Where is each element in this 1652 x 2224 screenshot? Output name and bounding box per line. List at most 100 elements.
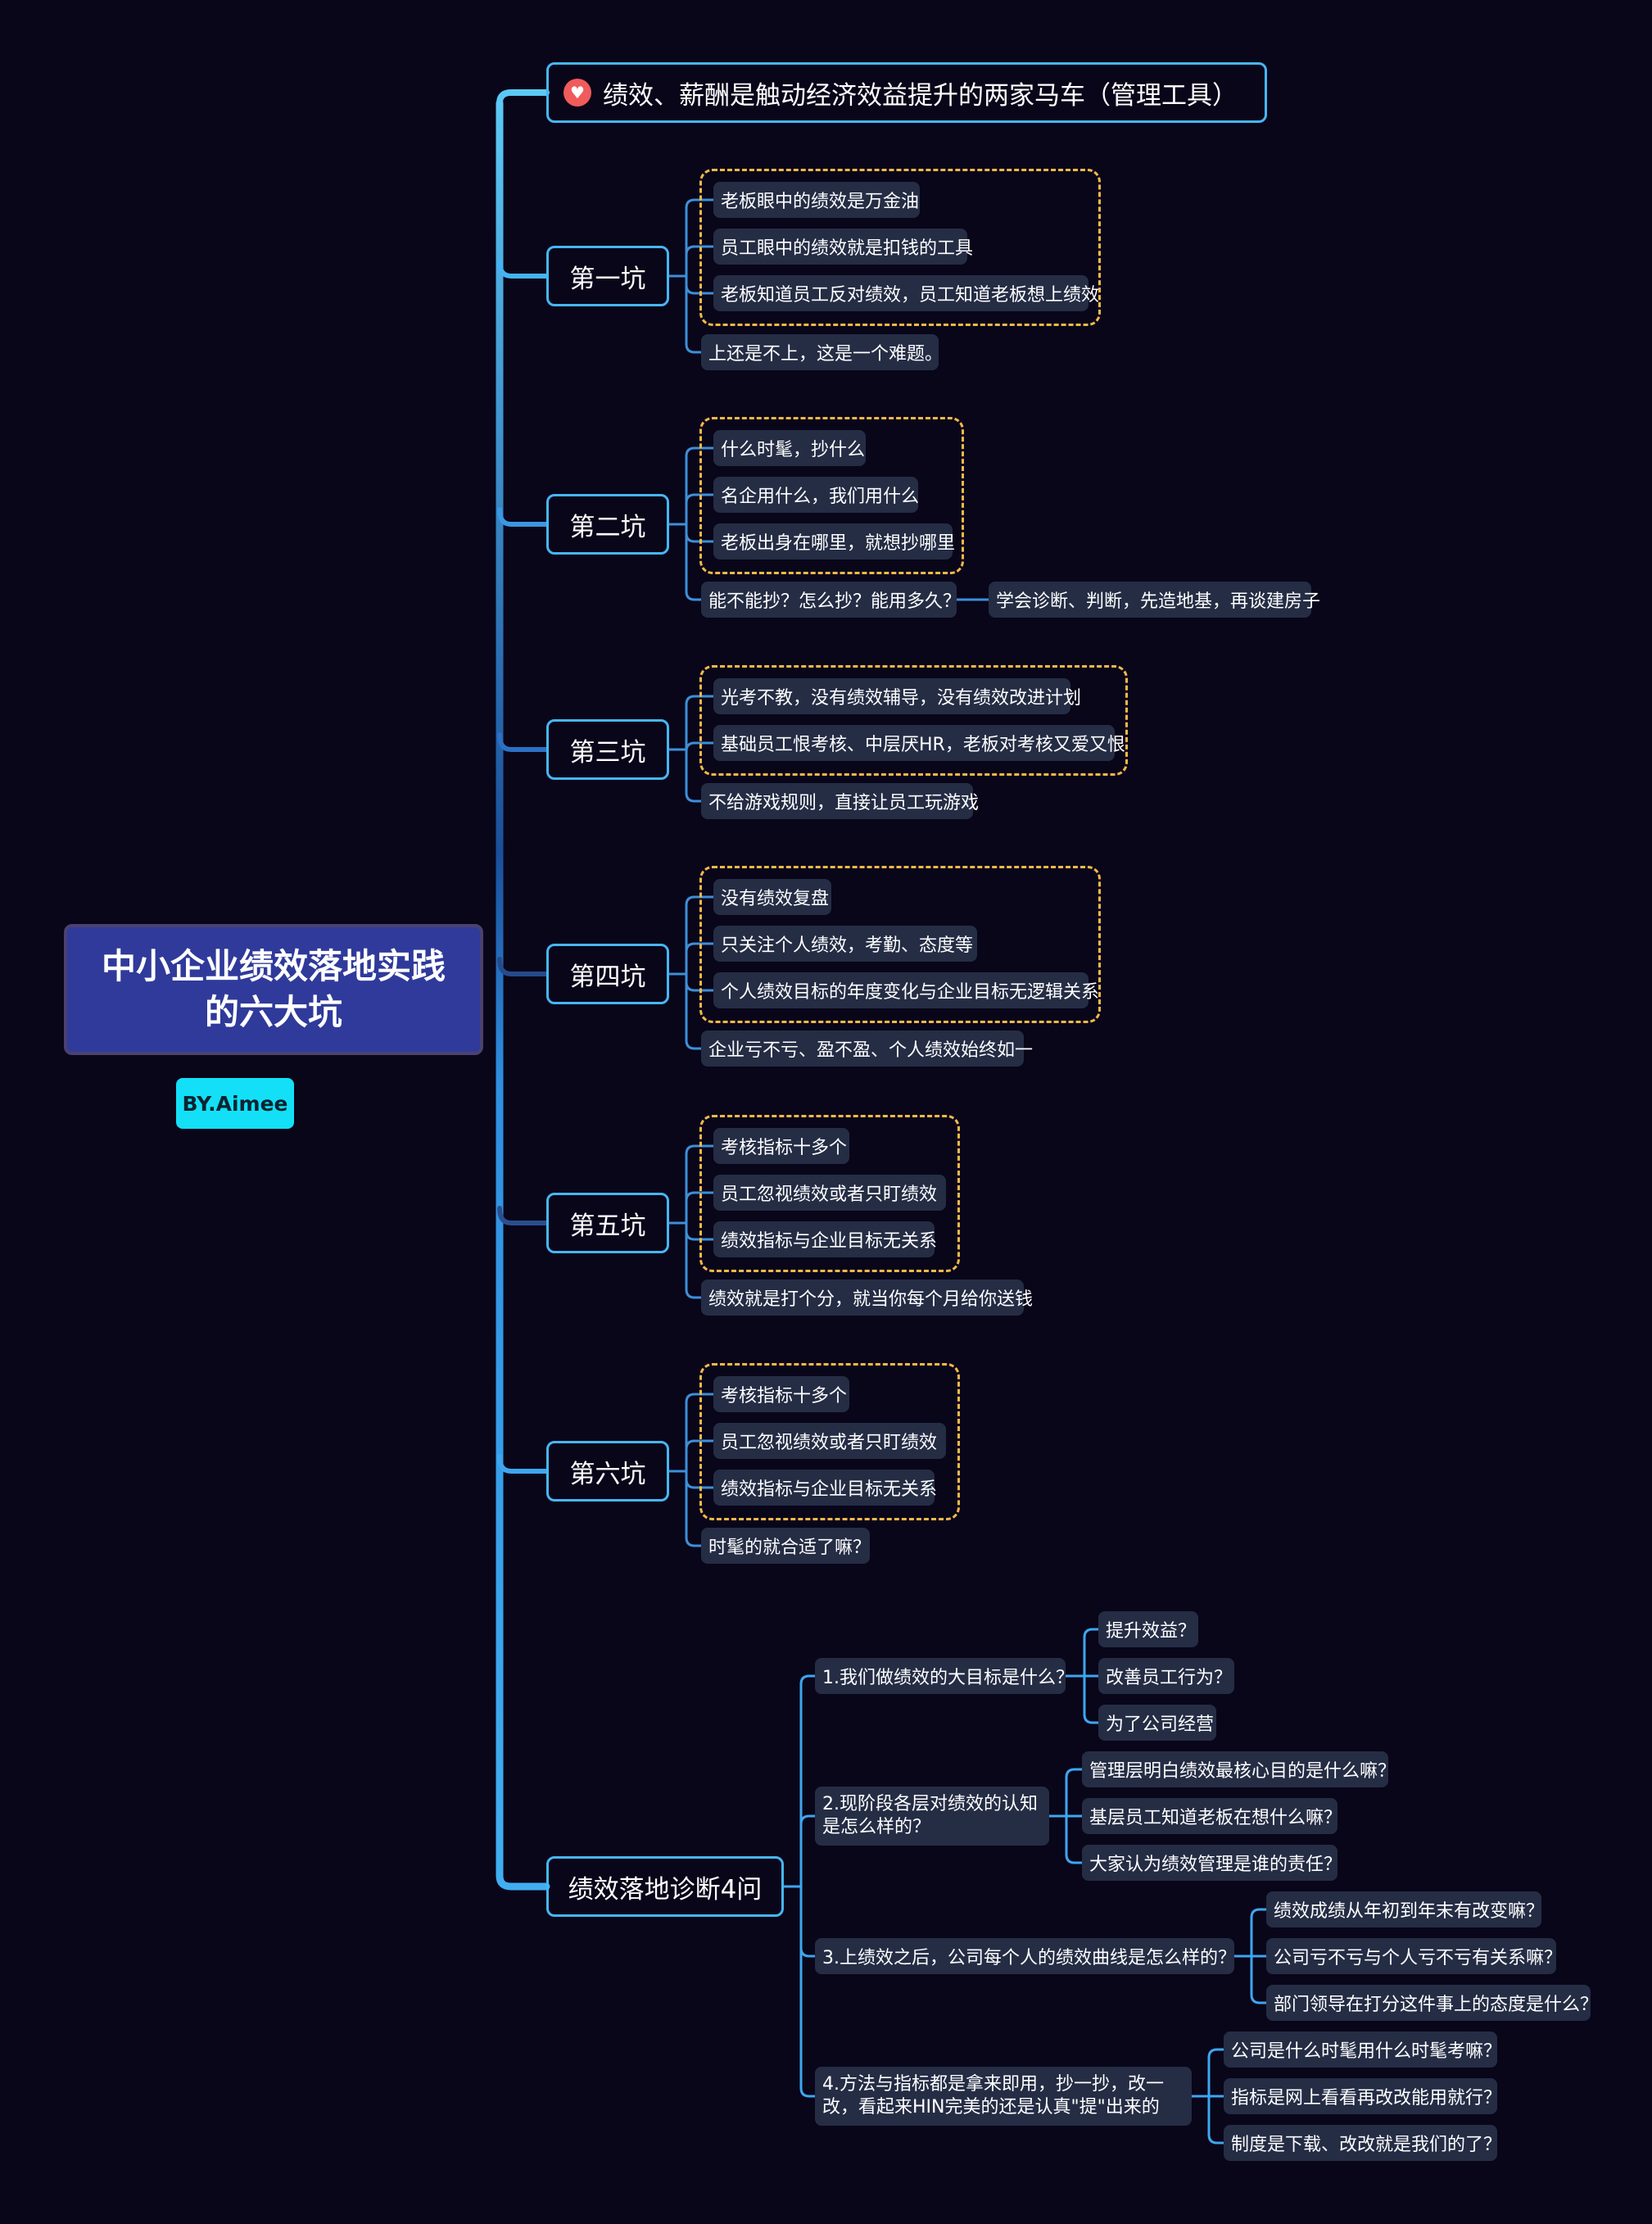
pit-2-group-boundary (699, 417, 964, 574)
diagnosis-q4[interactable]: 4.方法与指标都是拿来即用，抄一抄，改一改，看起来HIN完美的还是认真"提"出来… (815, 2067, 1192, 2126)
pit-2-item-2[interactable]: 名企用什么，我们用什么 (713, 477, 919, 513)
trunk-branch (497, 259, 549, 279)
pit-label: 第二坑 (569, 512, 646, 542)
pit-item-link (685, 1191, 715, 1203)
topic-intro-label: 绩效、薪酬是触动经济效益提升的两家马车（管理工具） (603, 80, 1238, 111)
pit-item-link (685, 342, 703, 354)
pit-1-extra[interactable]: 上还是不上，这是一个难题。 (701, 334, 943, 370)
pit-item-link (685, 1536, 703, 1547)
root-title: 中小企业绩效落地实践的六大坑 (101, 946, 446, 1032)
pit-3-item-1[interactable]: 光考不教，没有绩效辅导，没有绩效改进计划 (713, 678, 1081, 714)
pit-label: 第六坑 (569, 1459, 646, 1489)
trunk-branch (497, 957, 549, 976)
pit-1-item-1[interactable]: 老板眼中的绩效是万金油 (713, 182, 920, 218)
pit-2-extra[interactable]: 能不能抄？怎么抄？能用多久？ (701, 582, 961, 618)
diagnosis-q4-child-3[interactable]: 制度是下载、改改就是我们的了？ (1224, 2125, 1501, 2161)
pit-4-item-3[interactable]: 个人绩效目标的年度变化与企业目标无逻辑关系 (713, 972, 1099, 1008)
pit-2-extra-child[interactable]: 学会诊断、判断，先造地基，再谈建房子 (989, 582, 1320, 618)
diagnosis-q3-child-2[interactable]: 公司亏不亏与个人亏不亏有关系嘛？ (1266, 1938, 1562, 1974)
diagnosis-q-link (799, 1946, 817, 1958)
diagnosis-q2-child-3[interactable]: 大家认为绩效管理是谁的责任？ (1082, 1845, 1342, 1881)
diagnosis-child-item-link (1083, 1628, 1100, 1639)
pit-5-topic[interactable]: 第五坑 (546, 1193, 669, 1253)
trunk-branch (497, 1454, 549, 1474)
pit-item-link (685, 1478, 715, 1489)
diagnosis-q2-child-1[interactable]: 管理层明白绩效最核心目的是什么嘛？ (1082, 1751, 1396, 1787)
pit-item-link (685, 942, 715, 953)
pit-4-group-boundary (699, 866, 1101, 1023)
pit-3-topic[interactable]: 第三坑 (546, 719, 669, 780)
pit-1-group-boundary (699, 169, 1101, 326)
pit-6-group-boundary (699, 1363, 960, 1520)
pit-6-item-2[interactable]: 员工忽视绩效或者只盯绩效 (713, 1423, 946, 1459)
pit-3-item-2[interactable]: 基础员工恨考核、中层厌HR，老板对考核又爱又恨 (713, 725, 1125, 761)
diagnosis-q4-child-2[interactable]: 指标是网上看看再改改能用就行？ (1224, 2078, 1501, 2114)
pit-1-item-2[interactable]: 员工眼中的绩效就是扣钱的工具 (713, 229, 973, 265)
diagnosis-q3[interactable]: 3.上绩效之后，公司每个人的绩效曲线是怎么样的？ (815, 1938, 1236, 1974)
pit-label: 第五坑 (569, 1211, 646, 1241)
pit-1-topic[interactable]: 第一坑 (546, 246, 669, 306)
pit-item-link (685, 245, 715, 256)
pit-item-link (685, 493, 715, 505)
pit-2-item-1[interactable]: 什么时髦，抄什么 (713, 430, 866, 466)
diagnosis-q2-child-2[interactable]: 基层员工知道老板在想什么嘛？ (1082, 1798, 1342, 1834)
pit-1-item-3[interactable]: 老板知道员工反对绩效，员工知道老板想上绩效 (713, 275, 1099, 311)
diagnosis-child-item-link (1207, 2133, 1225, 2145)
pit-6-extra[interactable]: 时髦的就合适了嘛？ (701, 1528, 871, 1564)
pit-item-link (685, 1439, 715, 1451)
diagnosis-q1-child-1[interactable]: 提升效益？ (1098, 1611, 1198, 1647)
pit-2-item-3[interactable]: 老板出身在哪里，就想抄哪里 (713, 523, 955, 559)
trunk-line (496, 99, 550, 1891)
pit-item-link (685, 1288, 703, 1299)
diagnosis-q3-child-1[interactable]: 绩效成绩从年初到年末有改变嘛？ (1266, 1891, 1544, 1927)
diagnosis-q-link (799, 1674, 817, 1686)
pit-4-extra[interactable]: 企业亏不亏、盈不盈、个人绩效始终如一 (701, 1030, 1033, 1067)
pit-5-item-2[interactable]: 员工忽视绩效或者只盯绩效 (713, 1175, 946, 1211)
pit-3-group-boundary (699, 665, 1128, 776)
pit-label: 第三坑 (569, 737, 646, 768)
diagnosis-label: 绩效落地诊断4问 (568, 1874, 763, 1905)
diagnosis-topic[interactable]: 绩效落地诊断4问 (546, 1856, 784, 1917)
topic-intro[interactable]: ♥ 绩效、薪酬是触动经济效益提升的两家马车（管理工具） (546, 62, 1267, 123)
pit-4-topic[interactable]: 第四坑 (546, 944, 669, 1004)
author-badge: BY.Aimee (176, 1078, 294, 1129)
diagnosis-child-item-link (1250, 1993, 1268, 2004)
diagnosis-q4-child-1[interactable]: 公司是什么时髦用什么时髦考嘛？ (1224, 2031, 1501, 2068)
pit-item-link (685, 198, 715, 210)
pit-item-link (685, 1039, 703, 1050)
pit-4-item-2[interactable]: 只关注个人绩效，考勤、态度等 (713, 926, 977, 962)
pit-item-link (685, 532, 715, 543)
author-label: BY.Aimee (182, 1091, 288, 1116)
pit-6-item-3[interactable]: 绩效指标与企业目标无关系 (713, 1470, 937, 1506)
pit-item-link (685, 446, 715, 458)
pit-item-link (685, 1144, 715, 1156)
pit-5-group-boundary (699, 1115, 960, 1272)
pit-6-item-1[interactable]: 考核指标十多个 (713, 1376, 849, 1412)
diagnosis-child-item-link (1207, 2048, 1225, 2059)
diagnosis-child-item-link (1250, 1908, 1268, 1919)
root-topic[interactable]: 中小企业绩效落地实践的六大坑 (64, 924, 483, 1055)
pit-5-item-1[interactable]: 考核指标十多个 (713, 1128, 849, 1164)
diagnosis-child-item-link (1065, 1853, 1084, 1864)
diagnosis-q1-child-2[interactable]: 改善员工行为？ (1098, 1658, 1234, 1694)
pit-3-extra[interactable]: 不给游戏规则，直接让员工玩游戏 (701, 783, 979, 819)
pit-item-link (685, 590, 703, 601)
pit-item-link (685, 895, 715, 907)
pit-6-topic[interactable]: 第六坑 (546, 1441, 669, 1502)
diagnosis-q1-child-3[interactable]: 为了公司经营 (1098, 1705, 1216, 1741)
diagnosis-q3-child-3[interactable]: 部门领导在打分这件事上的态度是什么？ (1266, 1985, 1598, 2021)
trunk-branch (497, 507, 549, 527)
pit-5-extra[interactable]: 绩效就是打个分，就当你每个月给你送钱 (701, 1280, 1033, 1316)
diagnosis-q2[interactable]: 2.现阶段各层对绩效的认知是怎么样的？ (815, 1787, 1049, 1846)
heart-icon: ♥ (563, 79, 591, 106)
pit-4-item-1[interactable]: 没有绩效复盘 (713, 879, 831, 915)
diagnosis-q-link (799, 1814, 817, 1826)
pit-label: 第四坑 (569, 962, 646, 992)
diagnosis-q1[interactable]: 1.我们做绩效的大目标是什么？ (815, 1658, 1074, 1694)
trunk-branch (496, 89, 550, 106)
pit-5-item-3[interactable]: 绩效指标与企业目标无关系 (713, 1221, 937, 1257)
diagnosis-q-link (799, 2086, 817, 2098)
pit-label: 第一坑 (569, 264, 646, 294)
pit-2-topic[interactable]: 第二坑 (546, 494, 669, 555)
